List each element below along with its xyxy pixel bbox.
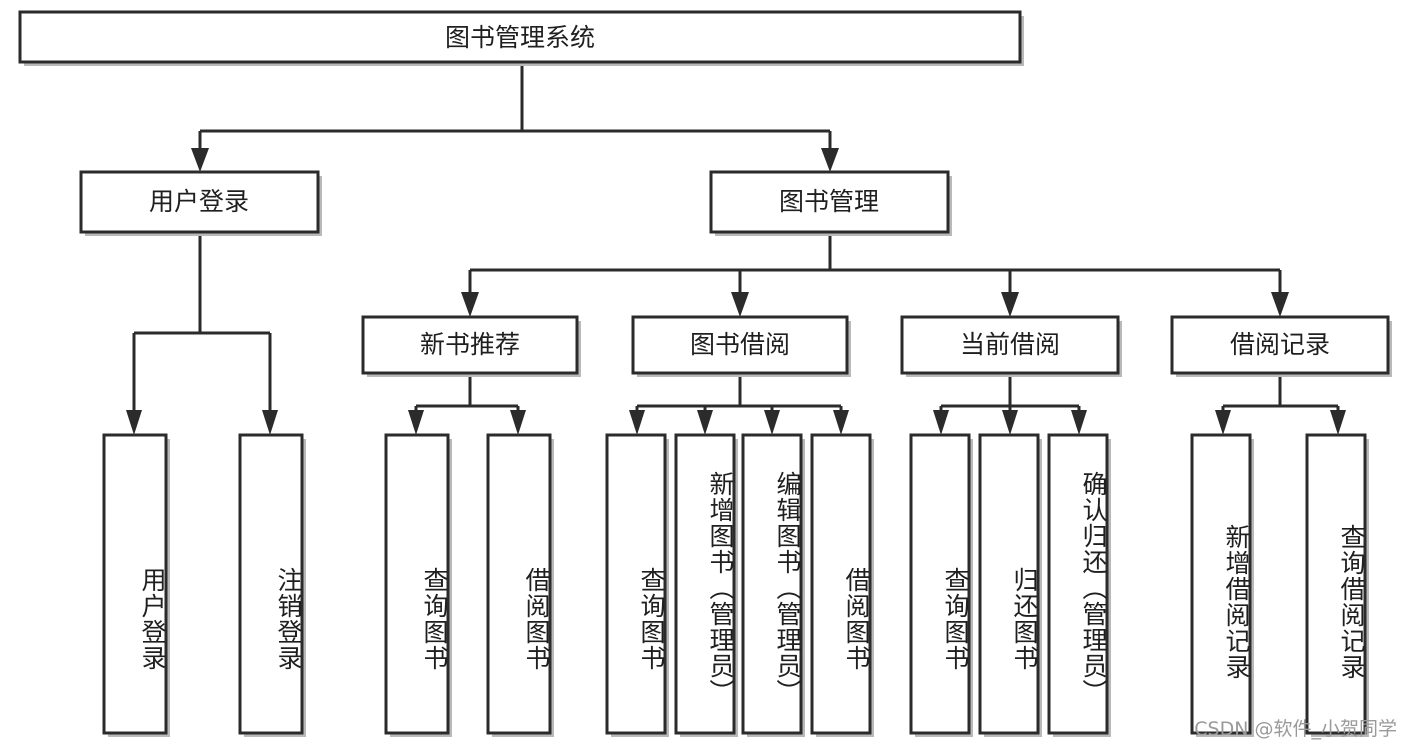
user-login-label: 用户登录: [149, 187, 249, 216]
root-box[interactable]: [18, 10, 1022, 64]
arrow-user-login: [191, 148, 209, 172]
br-label: 借阅记录: [1230, 330, 1330, 359]
leaf-borrow-book-2-box[interactable]: [810, 433, 872, 735]
arrow-leaf-borrow-book-2: [833, 410, 849, 435]
arrow-current-borrow: [1001, 292, 1019, 317]
leaf-borrow-book-1-box[interactable]: [486, 433, 552, 735]
arrow-leaf-add-record: [1215, 410, 1231, 435]
arrow-new-book-recommend: [461, 292, 479, 317]
arrow-leaf-query-record: [1330, 410, 1346, 435]
leaf-add-book-box[interactable]: [674, 433, 736, 735]
bb-label: 图书借阅: [690, 330, 790, 359]
node-new-book-recommend[interactable]: 新书推荐: [361, 315, 581, 377]
nbr-box[interactable]: [361, 315, 579, 375]
leaf-user-login-box[interactable]: [102, 433, 168, 735]
arrow-leaf-query-book-3: [933, 410, 949, 435]
node-borrow-record[interactable]: 借阅记录: [1170, 315, 1392, 377]
arrow-leaf-borrow-book-1: [510, 410, 526, 435]
cb-label: 当前借阅: [960, 330, 1060, 359]
leaf-add-record-box[interactable]: [1190, 433, 1252, 735]
leaf-layer: [102, 433, 1369, 737]
book-manage-label: 图书管理: [779, 187, 879, 216]
node-book-manage[interactable]: 图书管理: [709, 170, 952, 236]
leaf-edit-book-box[interactable]: [741, 433, 803, 735]
arrow-leaf-confirm-return: [1071, 410, 1087, 435]
br-box[interactable]: [1170, 315, 1390, 375]
nbr-label: 新书推荐: [420, 330, 520, 359]
arrow-leaf-query-book-2: [629, 410, 645, 435]
user-login-box[interactable]: [79, 170, 320, 234]
node-current-borrow[interactable]: 当前借阅: [900, 315, 1122, 377]
arrow-leaf-query-book-1: [408, 410, 424, 435]
arrow-book-borrow: [731, 292, 749, 317]
leaf-confirm-return-box[interactable]: [1047, 433, 1109, 735]
arrow-leaf-edit-book: [764, 410, 780, 435]
leaf-query-book-2-box[interactable]: [605, 433, 667, 735]
arrow-leaf-logout: [262, 410, 278, 435]
leaf-query-book-1-box[interactable]: [384, 433, 450, 735]
node-root[interactable]: 图书管理系统: [18, 10, 1024, 66]
leaf-logout-box[interactable]: [238, 433, 304, 735]
bb-box[interactable]: [631, 315, 849, 375]
root-label: 图书管理系统: [445, 23, 595, 52]
leaf-query-book-3-box[interactable]: [909, 433, 971, 735]
arrow-leaf-add-book: [697, 410, 713, 435]
arrow-borrow-record: [1271, 292, 1289, 317]
arrow-leaf-user-login: [126, 410, 142, 435]
book-manage-box[interactable]: [709, 170, 950, 234]
node-book-borrow[interactable]: 图书借阅: [631, 315, 851, 377]
arrow-leaf-return-book: [1002, 410, 1018, 435]
arrow-book-manage: [821, 148, 839, 172]
cb-box[interactable]: [900, 315, 1120, 375]
connector-layer: [126, 66, 1346, 435]
leaf-query-record-box[interactable]: [1305, 433, 1367, 735]
watermark: CSDN @软件_小贺同学: [1194, 718, 1397, 740]
node-user-login[interactable]: 用户登录: [79, 170, 322, 236]
leaf-return-book-box[interactable]: [978, 433, 1040, 735]
